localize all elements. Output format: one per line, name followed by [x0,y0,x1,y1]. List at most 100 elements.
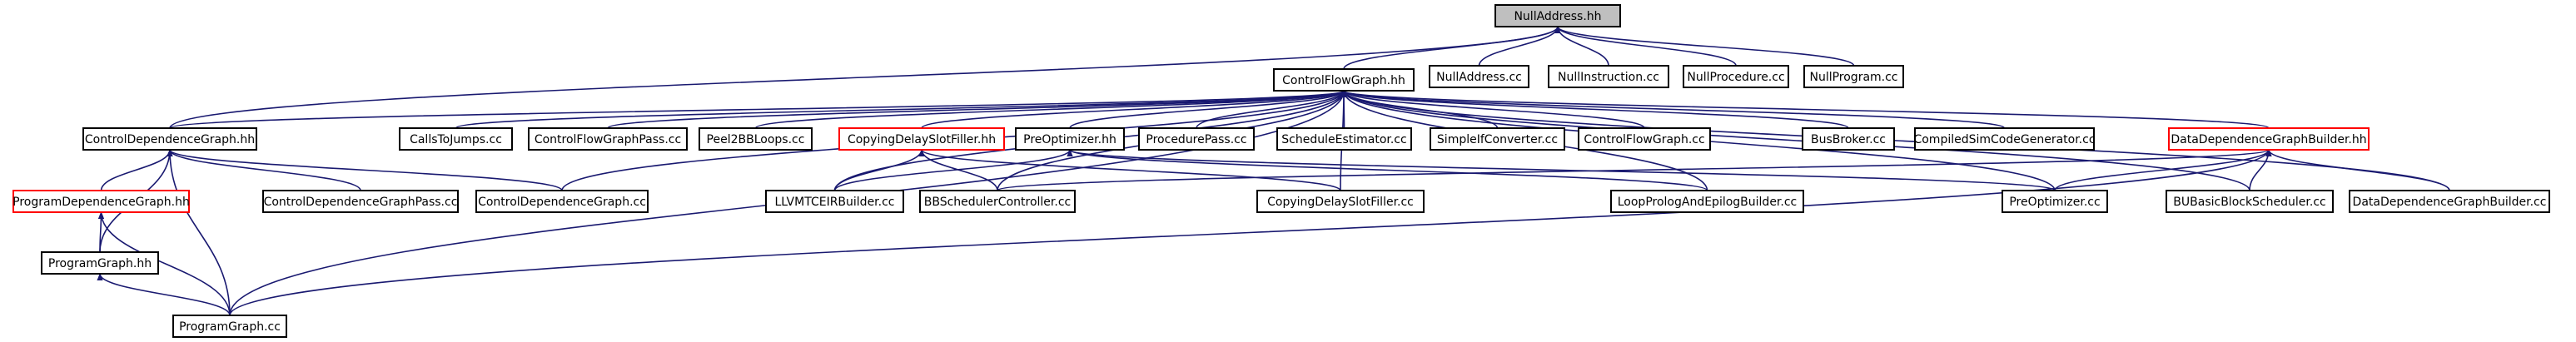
node-programgraph-hh[interactable]: ProgramGraph.hh [41,251,159,275]
node-label: BUBasicBlockScheduler.cc [2173,196,2325,209]
edge-copyingdelayslotfiller_hh-to-controlflowgraph_hh [921,90,1347,129]
node-label: PreOptimizer.hh [1023,133,1116,146]
edge-busbroker_cc-to-controlflowgraph_hh [1340,90,1849,129]
node-box [1430,127,1565,151]
node-label: BusBroker.cc [1811,133,1886,146]
node-datadependencegraphbuilder-hh[interactable]: DataDependenceGraphBuilder.hh [2168,127,2370,151]
node-box [41,251,159,275]
node-box [2166,190,2334,213]
node-label: NullInstruction.cc [1558,71,1659,84]
node-peel2bbloops-cc[interactable]: Peel2BBLoops.cc [699,127,813,151]
node-box [1429,65,1529,88]
node-busbroker-cc[interactable]: BusBroker.cc [1802,127,1895,151]
node-box [919,190,1076,213]
node-bbschedulercontroller-cc[interactable]: BBSchedulerController.cc [919,190,1076,213]
node-controlflowgraph-hh[interactable]: ControlFlowGraph.hh [1273,68,1415,92]
node-label: BBSchedulerController.cc [924,196,1071,209]
node-box [172,315,287,338]
node-box [528,127,688,151]
edge-controldependencegraph_cc-to-controldependencegraph_hh [167,149,563,191]
edge-loopprologandepilogbuilder_cc-to-preoptimizer_hh [1067,149,1708,191]
node-nulladdress-cc[interactable]: NullAddress.cc [1429,65,1529,88]
node-label: Peel2BBLoops.cc [707,133,805,146]
node-box [1548,65,1669,88]
node-label: ProgramGraph.hh [48,257,152,270]
node-label: ControlFlowGraph.cc [1584,133,1704,146]
node-label: PreOptimizer.cc [2009,196,2100,209]
node-programgraph-cc[interactable]: ProgramGraph.cc [172,315,287,338]
node-nullprocedure-cc[interactable]: NullProcedure.cc [1683,65,1789,88]
node-preoptimizer-hh[interactable]: PreOptimizer.hh [1015,127,1125,151]
node-label: ControlDependenceGraphPass.cc [264,196,458,209]
node-box [12,190,190,213]
edge-preoptimizer_hh-to-controlflowgraph_hh [1069,90,1347,129]
node-label: ControlDependenceGraph.cc [478,196,646,209]
node-callstojumps-cc[interactable]: CallsToJumps.cc [399,127,513,151]
node-label: ProgramGraph.cc [179,320,281,334]
node-label: ScheduleEstimator.cc [1281,133,1406,146]
node-box [399,127,513,151]
node-box [765,190,904,213]
node-controlflowgraphpass-cc[interactable]: ControlFlowGraphPass.cc [528,127,688,151]
edge-controlflowgraphpass_cc-to-controlflowgraph_hh [607,90,1347,129]
node-label: LLVMTCEIRBuilder.cc [775,196,895,209]
node-preoptimizer-cc[interactable]: PreOptimizer.cc [2002,190,2108,213]
node-label: DataDependenceGraphBuilder.cc [2353,196,2547,209]
edge-programgraph_cc-to-datadependencegraphbuilder_hh [229,149,2272,316]
node-label: NullProgram.cc [1809,71,1897,84]
edge-llvmtceirbuilder_cc-to-preoptimizer_hh [833,149,1073,191]
node-controlflowgraph-cc[interactable]: ControlFlowGraph.cc [1578,127,1711,151]
node-box [1256,190,1425,213]
edge-nullprogram_cc-to-nulladdress_hh [1554,26,1855,67]
edge-programdependencegraph_hh-to-controldependencegraph_hh [100,149,173,191]
node-box [2168,127,2370,151]
node-compiledsimcodegenerator-cc[interactable]: CompiledSimCodeGenerator.cc [1913,127,2096,151]
edge-bbschedulercontroller_cc-to-datadependencegraphbuilder_hh [997,149,2272,191]
node-nullprogram-cc[interactable]: NullProgram.cc [1803,65,1904,88]
node-llvmtceirbuilder-cc[interactable]: LLVMTCEIRBuilder.cc [765,190,904,213]
node-box [1015,127,1125,151]
node-box [838,127,1005,151]
edge-controldependencegraph_hh-to-nulladdress_hh [169,26,1561,129]
node-procedurepass-cc[interactable]: ProcedurePass.cc [1138,127,1255,151]
edge-controldependencegraph_hh-to-controlflowgraph_hh [169,90,1347,129]
node-label: ControlDependenceGraph.hh [85,133,255,146]
node-box [262,190,459,213]
edge-controlflowgraph_cc-to-controlflowgraph_hh [1340,90,1645,129]
edge-programgraph_cc-to-programgraph_hh [97,273,231,316]
node-box [1578,127,1711,151]
node-label: DataDependenceGraphBuilder.hh [2171,133,2366,146]
edge-datadependencegraphbuilder_hh-to-controlflowgraph_hh [1340,90,2270,129]
node-label: ProcedurePass.cc [1146,133,1246,146]
node-box [1273,68,1415,92]
node-copyingdelayslotfiller-hh[interactable]: CopyingDelaySlotFiller.hh [838,127,1005,151]
node-box [1494,4,1621,27]
node-label: CopyingDelaySlotFiller.cc [1267,196,1414,209]
edge-datadependencegraphbuilder_cc-to-datadependencegraphbuilder_hh [2265,149,2450,191]
node-programdependencegraph-hh[interactable]: ProgramDependenceGraph.hh [12,190,190,213]
node-bubasicblockscheduler-cc[interactable]: BUBasicBlockScheduler.cc [2166,190,2334,213]
node-box [1914,127,2095,151]
edge-programgraph_cc-to-controldependencegraph_hh [167,149,231,316]
node-box [1610,190,1804,213]
edge-nullprocedure_cc-to-nulladdress_hh [1554,26,1737,67]
node-copyingdelayslotfiller-cc[interactable]: CopyingDelaySlotFiller.cc [1256,190,1425,213]
node-label: LoopPrologAndEpilogBuilder.cc [1618,196,1798,209]
node-controldependencegraphpass-cc[interactable]: ControlDependenceGraphPass.cc [262,190,459,213]
edge-peel2bbloops_cc-to-controlflowgraph_hh [754,90,1347,129]
node-controldependencegraph-cc[interactable]: ControlDependenceGraph.cc [475,190,649,213]
edge-compiledsimcodegenerator_cc-to-controlflowgraph_hh [1340,90,2006,129]
node-nullinstruction-cc[interactable]: NullInstruction.cc [1548,65,1669,88]
node-simpleifconverter-cc[interactable]: SimpleIfConverter.cc [1430,127,1565,151]
node-label: NullAddress.cc [1436,71,1522,84]
node-nulladdress-hh[interactable]: NullAddress.hh [1494,4,1621,27]
node-box [1683,65,1789,88]
node-datadependencegraphbuilder-cc[interactable]: DataDependenceGraphBuilder.cc [2349,190,2550,213]
node-scheduleestimator-cc[interactable]: ScheduleEstimator.cc [1276,127,1412,151]
node-controldependencegraph-hh[interactable]: ControlDependenceGraph.hh [82,127,257,151]
node-label: CallsToJumps.cc [410,133,502,146]
node-label: ProgramDependenceGraph.hh [12,196,190,209]
node-box [475,190,649,213]
node-label: CopyingDelaySlotFiller.hh [848,133,996,146]
node-loopprologandepilogbuilder-cc[interactable]: LoopPrologAndEpilogBuilder.cc [1610,190,1804,213]
